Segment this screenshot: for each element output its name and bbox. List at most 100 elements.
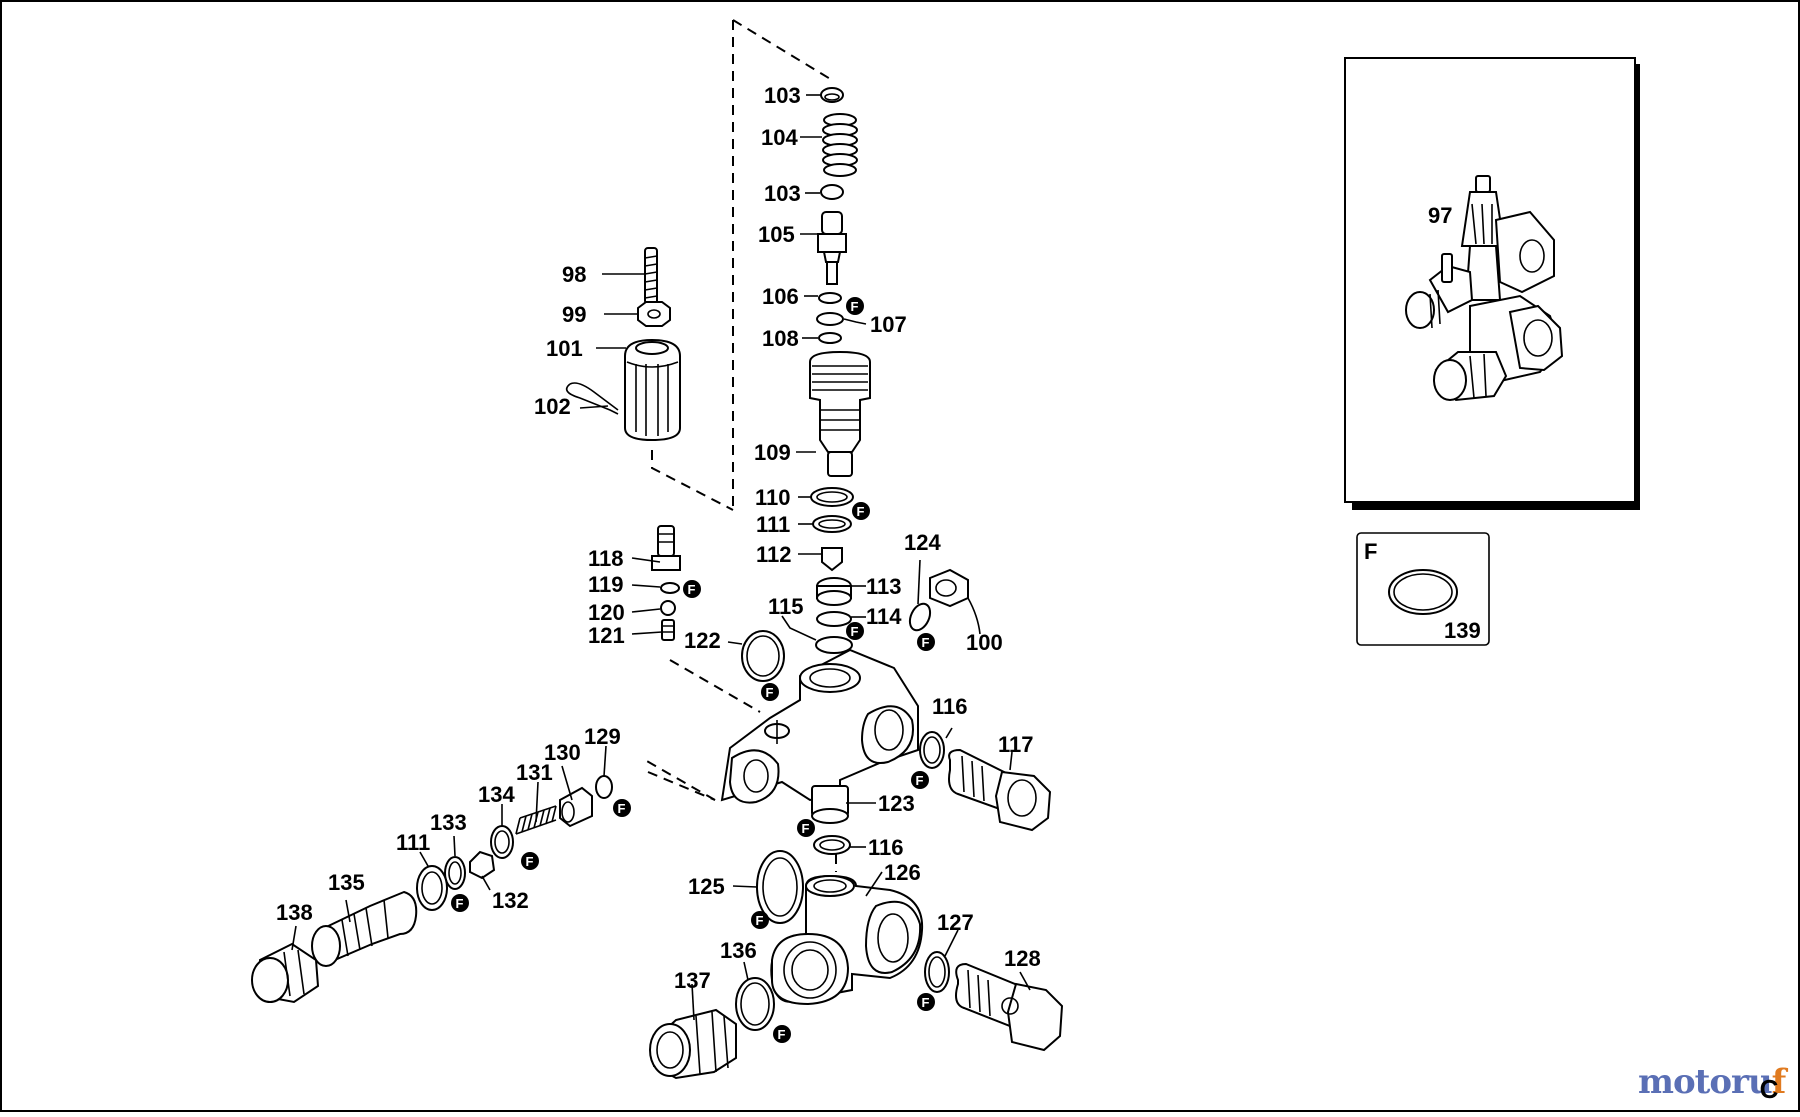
grease-markers: F F F F F F F F F F F F F F: [451, 297, 935, 1043]
grease-marker-icon: F: [688, 582, 696, 597]
part-101-cap: [624, 338, 681, 442]
label-104: 104: [761, 125, 798, 150]
label-127: 127: [937, 910, 974, 935]
grease-marker-icon: F: [916, 773, 924, 788]
parts-113-115: [815, 577, 853, 654]
label-97: 97: [1428, 203, 1452, 228]
label-138: 138: [276, 900, 313, 925]
label-112: 112: [756, 542, 792, 567]
grease-marker-icon: F: [922, 635, 930, 650]
part-126-tee-block: [770, 874, 924, 1006]
grease-marker-icon: F: [526, 854, 534, 869]
label-117: 117: [998, 732, 1034, 757]
label-98: 98: [562, 262, 586, 287]
label-111: 111: [396, 830, 430, 855]
part-128-banjo-bolt: [955, 962, 1064, 1052]
part-116-oring-upper: [919, 731, 945, 769]
part-102-clip: [565, 382, 619, 415]
label-129: 129: [584, 724, 621, 749]
parts-110-112: [810, 487, 854, 572]
upper-valve-block: [720, 648, 919, 824]
label-114: 114: [866, 604, 902, 629]
label-118: 118: [588, 546, 624, 571]
label-106: 106: [762, 284, 799, 309]
grease-marker-icon: F: [766, 685, 774, 700]
watermark-text-main: motoru: [1638, 1062, 1773, 1102]
part-103-lower: [820, 184, 844, 200]
part-129-oring: [595, 775, 613, 799]
part-98-bolt: [644, 247, 658, 305]
grease-marker-icon: F: [922, 995, 930, 1010]
part-137-fitting: [649, 1008, 737, 1080]
part-103-top: [820, 87, 844, 103]
label-109: 109: [754, 440, 791, 465]
part-109-valve-body: [809, 350, 871, 477]
label-135: 135: [328, 870, 365, 895]
part-124-oring: [908, 602, 932, 632]
watermark-text-accent: f: [1771, 1062, 1787, 1102]
label-120: 120: [588, 600, 625, 625]
part-116-oring-lower: [813, 835, 851, 855]
label-115: 115: [768, 594, 804, 619]
label-133: 133: [430, 810, 467, 835]
label-124: 124: [904, 530, 941, 555]
label-132: 132: [492, 888, 529, 913]
callout-labels: 103 104 103 105 106 107 108 109 110 111 …: [276, 83, 1041, 993]
label-101: 101: [546, 336, 583, 361]
grease-marker-icon: F: [851, 624, 859, 639]
grease-legend-box: F 139: [1356, 532, 1490, 646]
label-121: 121: [588, 623, 625, 648]
corner-badge: C: [1759, 1074, 1779, 1104]
part-138-plug: [251, 942, 320, 1004]
part-111-oring: [416, 865, 448, 911]
label-113: 113: [866, 574, 902, 599]
inset-assembled-view: 97: [1344, 57, 1640, 510]
label-126: 126: [884, 860, 921, 885]
label-103: 103: [764, 181, 801, 206]
part-105-stem: [817, 211, 847, 285]
part-136-oring: [735, 977, 775, 1031]
part-99-nut: [637, 301, 671, 327]
grease-marker-icon: F: [857, 504, 865, 519]
part-134-oring: [490, 825, 514, 859]
part-104-spring: [822, 113, 858, 177]
label-128: 128: [1004, 946, 1041, 971]
label-99: 99: [562, 302, 586, 327]
label-108: 108: [762, 326, 799, 351]
grease-marker-icon: F: [618, 801, 626, 816]
label-111: 111: [756, 512, 790, 537]
label-130: 130: [544, 740, 581, 765]
part-122-oring: [741, 630, 785, 682]
parts-119-121: [660, 582, 680, 641]
watermark-logo: motoruf: [1638, 1062, 1787, 1102]
label-110: 110: [755, 485, 791, 510]
assembled-valve-illustration: [1405, 175, 1564, 402]
grease-marker-icon: F: [851, 299, 859, 314]
label-123: 123: [878, 791, 915, 816]
part-130-piston: [559, 786, 593, 828]
label-125: 125: [688, 874, 725, 899]
label-103: 103: [764, 83, 801, 108]
label-139: 139: [1444, 618, 1481, 643]
label-119: 119: [588, 572, 624, 597]
grease-marker-icon: F: [778, 1027, 786, 1042]
part-135-nipple: [311, 890, 418, 967]
parts-106-108-rings: [816, 292, 844, 344]
part-100-plug: [929, 568, 969, 608]
part-117-banjo-bolt: [948, 748, 1052, 832]
label-116: 116: [932, 694, 968, 719]
part-132-ball: [469, 850, 496, 880]
grease-marker-icon: F: [456, 896, 464, 911]
part-133-washer: [444, 856, 466, 890]
legend-title: F: [1364, 539, 1377, 564]
part-118-fitting: [651, 525, 681, 571]
label-137: 137: [674, 968, 711, 993]
grease-marker-icon: F: [802, 821, 810, 836]
grease-marker-icon: F: [756, 913, 764, 928]
label-116: 116: [868, 835, 904, 860]
part-127-oring: [924, 951, 950, 993]
leader-lines: [291, 94, 1476, 1021]
label-122: 122: [684, 628, 721, 653]
